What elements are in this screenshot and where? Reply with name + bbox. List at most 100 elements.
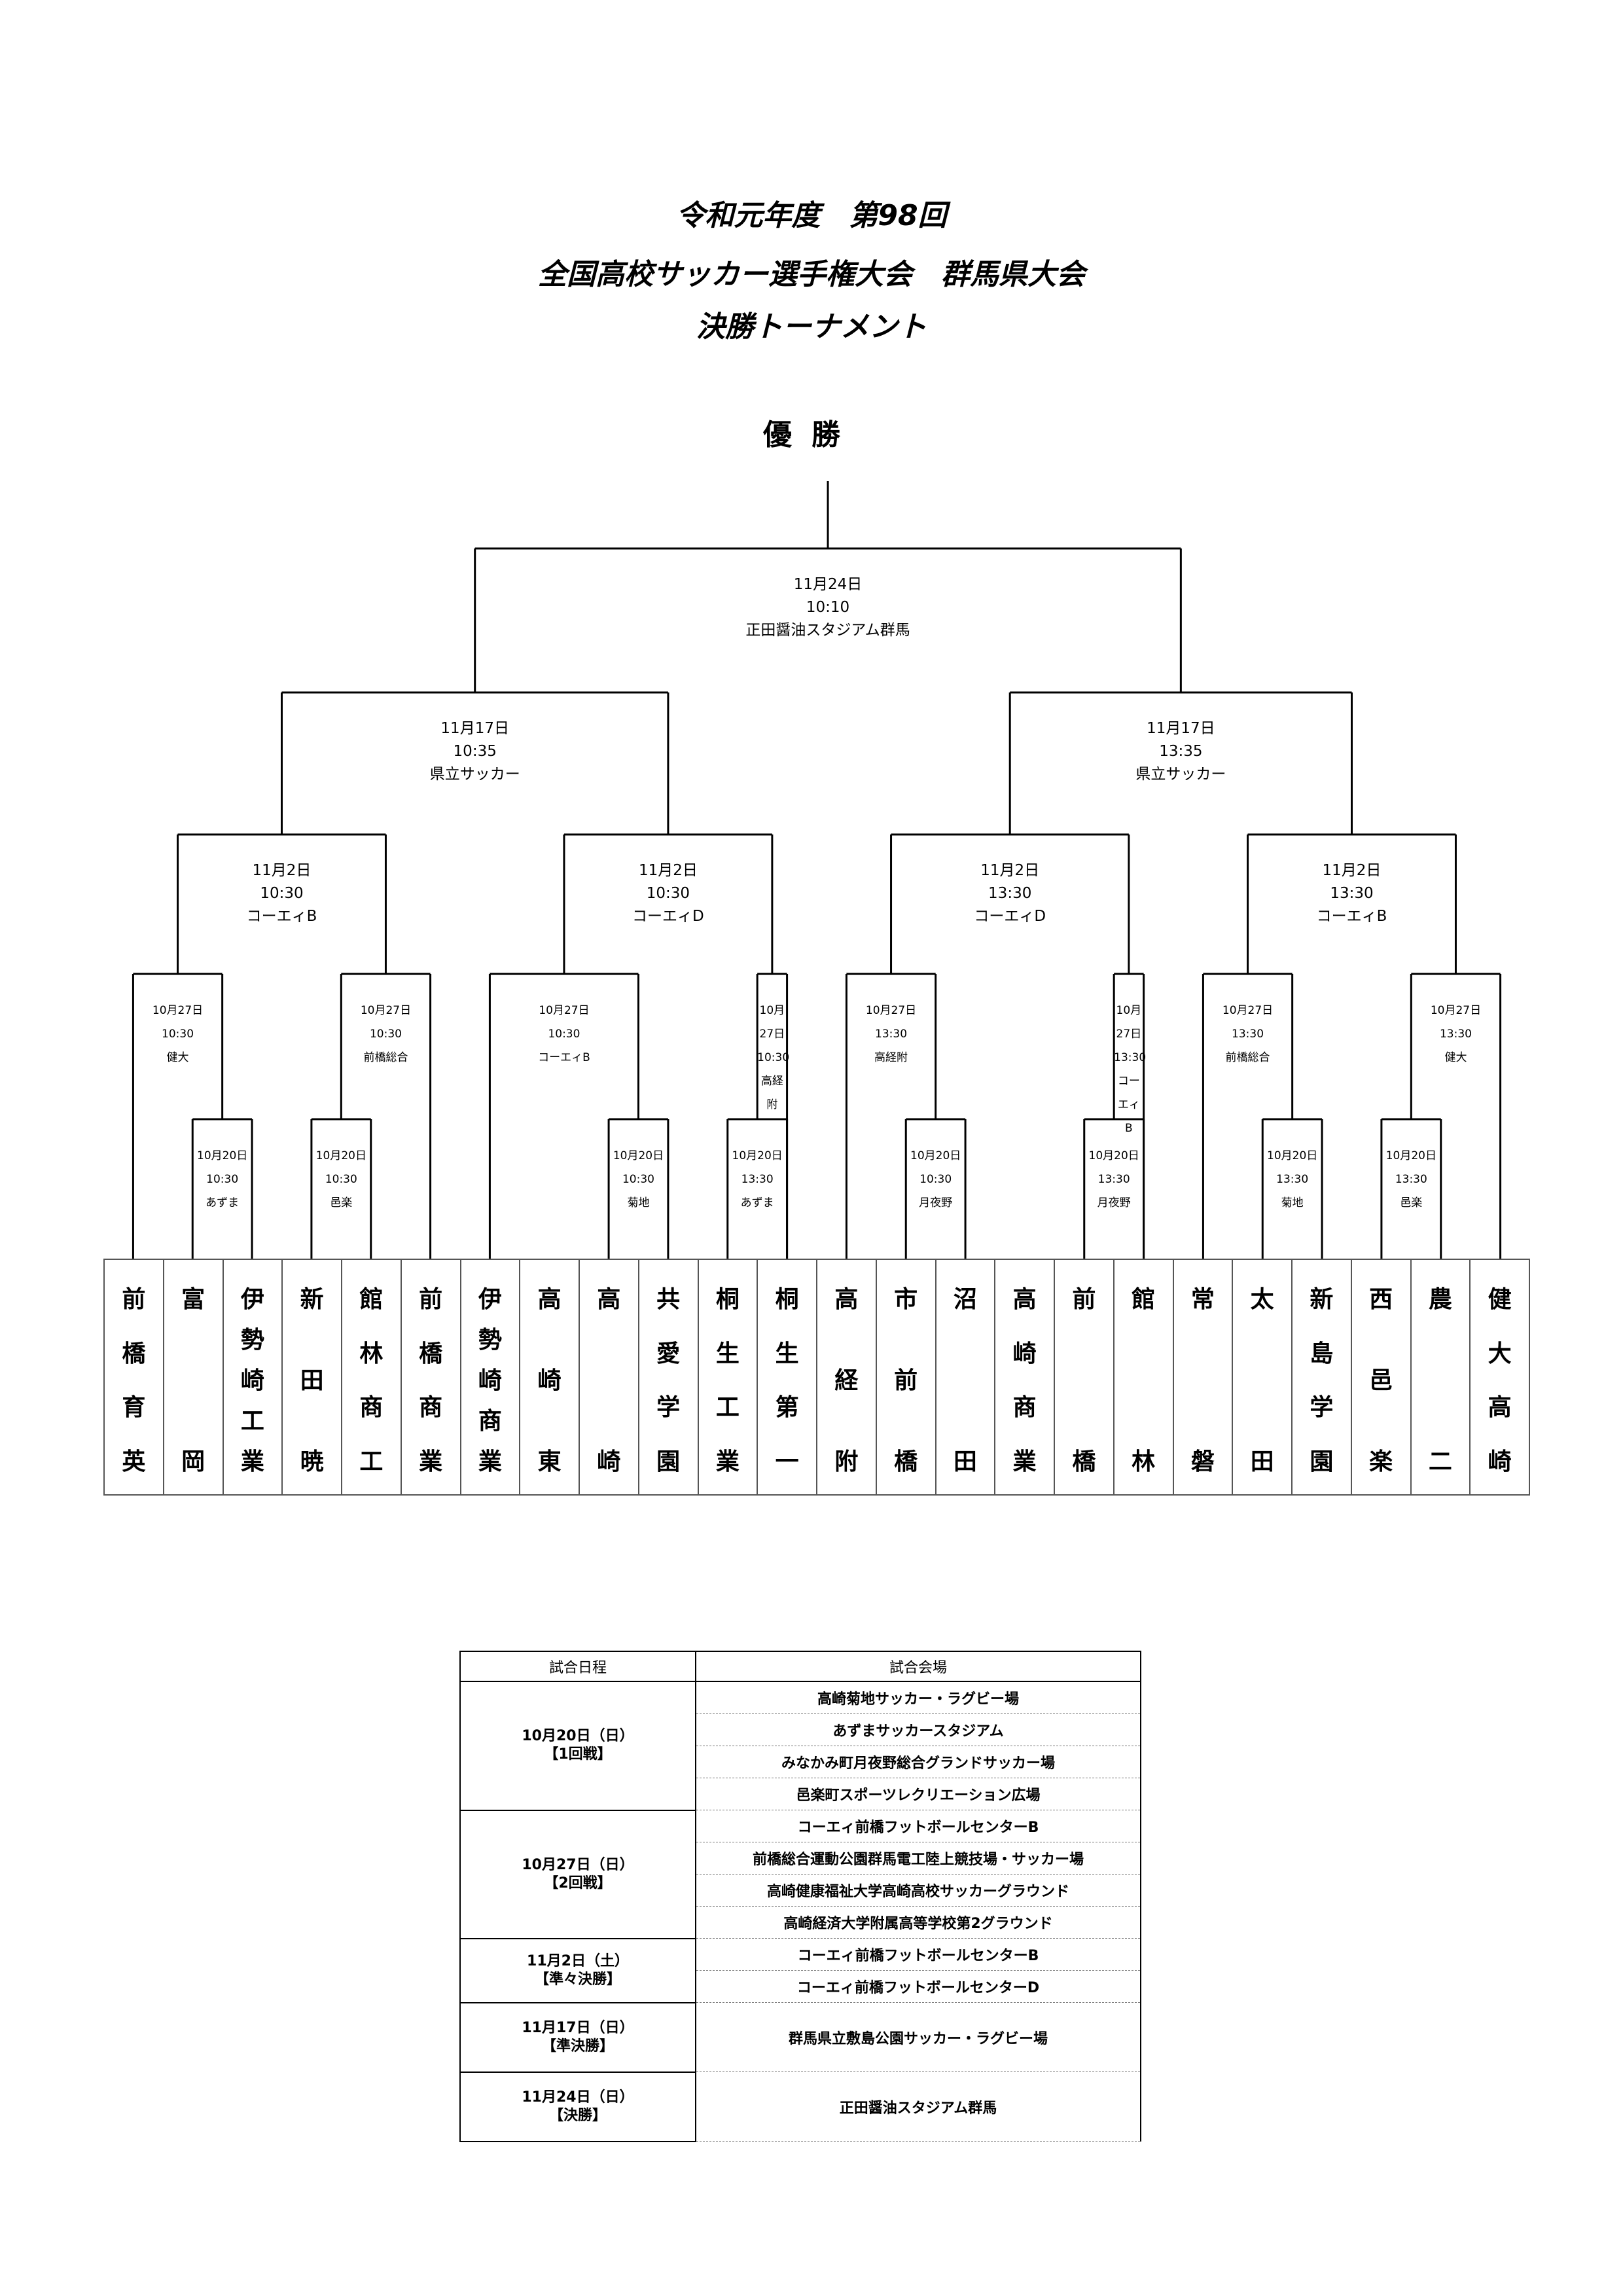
- team-name-char: 新: [300, 1285, 324, 1313]
- team-name-char: 育: [122, 1393, 146, 1422]
- round1-match-8-venue: 邑楽: [1400, 1196, 1423, 1210]
- team-name-char: 経: [834, 1367, 859, 1394]
- team-name-char: 東: [537, 1448, 562, 1475]
- team-2: 富岡: [162, 1260, 223, 1494]
- round2-match-4-date: 10月27日: [759, 1004, 785, 1041]
- schedule-venue: みなかみ町月夜野総合グランドサッカー場: [695, 1746, 1141, 1778]
- team-name-char: 商: [1012, 1393, 1037, 1422]
- team-name-char: 田: [953, 1447, 977, 1475]
- team-name-char: 島: [1310, 1339, 1334, 1367]
- round2-match-2-time: 10:30: [369, 1028, 402, 1041]
- team-name-char: 橋: [894, 1448, 918, 1475]
- round2-match-5-venue: 高経附: [874, 1051, 908, 1064]
- team-name-char: 新: [1310, 1285, 1334, 1313]
- team-name-char: 生: [775, 1339, 799, 1367]
- team-name-char: 磐: [1190, 1447, 1215, 1475]
- team-name-char: 常: [1190, 1285, 1215, 1313]
- schedule-round: 【2回戦】: [544, 1874, 612, 1892]
- team-name-char: 崎: [537, 1367, 562, 1394]
- schedule-venue: 正田醤油スタジアム群馬: [695, 2072, 1141, 2142]
- team-name-char: 前: [419, 1285, 443, 1313]
- semifinal-2-time: 13:35: [1159, 743, 1203, 760]
- team-7: 伊勢崎商業: [459, 1260, 520, 1494]
- team-12: 桐生第一: [757, 1260, 816, 1494]
- final-match-time: 10:10: [806, 599, 850, 616]
- title-line-2: 全国高校サッカー選手権大会 群馬県大会: [538, 258, 1085, 291]
- round1-match-3-time: 10:30: [622, 1173, 654, 1186]
- round1-match-5-date: 10月20日: [910, 1149, 961, 1162]
- team-name-char: 工: [715, 1393, 740, 1422]
- schedule-venue: 高崎菊地サッカー・ラグビー場: [695, 1681, 1141, 1714]
- semifinal-1-date: 11月17日: [440, 720, 509, 737]
- team-name-char: 愛: [656, 1339, 681, 1367]
- team-name-char: 農: [1428, 1285, 1452, 1313]
- round2-match-8-venue: 健大: [1444, 1051, 1467, 1064]
- team-name-char: 沼: [953, 1285, 977, 1313]
- round1-match-6-time: 13:30: [1097, 1173, 1130, 1186]
- team-name-char: 工: [240, 1407, 264, 1435]
- team-name-char: 学: [1310, 1393, 1334, 1422]
- quarterfinal-3-venue: コーエィD: [974, 908, 1046, 925]
- team-name-char: 大: [1488, 1339, 1512, 1367]
- schedule-venue: 高崎経済大学附属高等学校第2グラウンド: [695, 1906, 1141, 1939]
- schedule-date-cell: 10月27日（日）【2回戦】: [459, 1809, 696, 1939]
- team-name-char: 太: [1250, 1285, 1274, 1313]
- team-name-char: 崎: [1488, 1447, 1512, 1475]
- team-19: 常磐: [1172, 1260, 1232, 1494]
- team-4: 新田暁: [281, 1260, 341, 1494]
- round1-match-5-time: 10:30: [919, 1173, 952, 1186]
- team-20: 太田: [1232, 1260, 1291, 1494]
- team-6: 前橋商業: [400, 1260, 460, 1494]
- schedule-venue: コーエィ前橋フットボールセンターD: [695, 1970, 1141, 2003]
- title-line-3: 決勝トーナメント: [696, 310, 927, 344]
- team-name-char: 橋: [1072, 1447, 1096, 1475]
- team-23: 農二: [1410, 1260, 1470, 1494]
- schedule-round: 【準決勝】: [541, 2037, 614, 2054]
- team-name-char: 共: [656, 1285, 681, 1313]
- team-name-char: 高: [597, 1285, 621, 1313]
- team-name-char: 勢: [240, 1326, 264, 1354]
- team-1: 前橋育英: [105, 1260, 163, 1494]
- team-name-char: 勢: [478, 1326, 502, 1354]
- semifinal-1-venue: 県立サッカー: [429, 766, 520, 783]
- team-name-char: 高: [834, 1285, 859, 1313]
- team-18: 館林: [1113, 1260, 1173, 1494]
- team-5: 館林商工: [341, 1260, 401, 1494]
- team-name-char: 二: [1428, 1447, 1452, 1475]
- schedule-date-cell: 11月24日（日）【決勝】: [459, 2071, 696, 2142]
- team-name-char: 商: [359, 1393, 383, 1422]
- round1-match-7-venue: 菊地: [1281, 1196, 1304, 1210]
- team-name-char: 高: [1012, 1285, 1037, 1313]
- team-9: 高崎: [579, 1260, 638, 1494]
- semifinal-2-venue: 県立サッカー: [1135, 766, 1226, 783]
- round2-match-8-time: 13:30: [1439, 1028, 1472, 1041]
- round1-match-4-venue: あずま: [740, 1196, 774, 1210]
- team-name-char: 業: [419, 1447, 443, 1475]
- schedule-venue: コーエィ前橋フットボールセンターB: [695, 1938, 1141, 1971]
- team-name-char: 業: [240, 1448, 264, 1475]
- round1-match-6-date: 10月20日: [1088, 1149, 1139, 1162]
- schedule-venue: 邑楽町スポーツレクリエーション広場: [695, 1778, 1141, 1810]
- team-name-char: 崎: [240, 1367, 264, 1394]
- team-name-char: 楽: [1369, 1448, 1393, 1475]
- team-name-char: 第: [775, 1393, 799, 1422]
- team-name-char: 林: [359, 1339, 383, 1367]
- team-3: 伊勢崎工業: [222, 1260, 282, 1494]
- team-row: 前橋育英富岡伊勢崎工業新田暁館林商工前橋商業伊勢崎商業高崎東高崎共愛学園桐生工業…: [103, 1259, 1530, 1496]
- schedule-date-cell: 11月2日（土）【準々決勝】: [459, 1937, 696, 2003]
- team-name-char: 館: [1132, 1285, 1156, 1313]
- round2-match-1-time: 10:30: [162, 1028, 194, 1041]
- team-name-char: 岡: [181, 1447, 205, 1475]
- team-name-char: 工: [359, 1447, 383, 1475]
- team-name-char: 業: [715, 1447, 740, 1475]
